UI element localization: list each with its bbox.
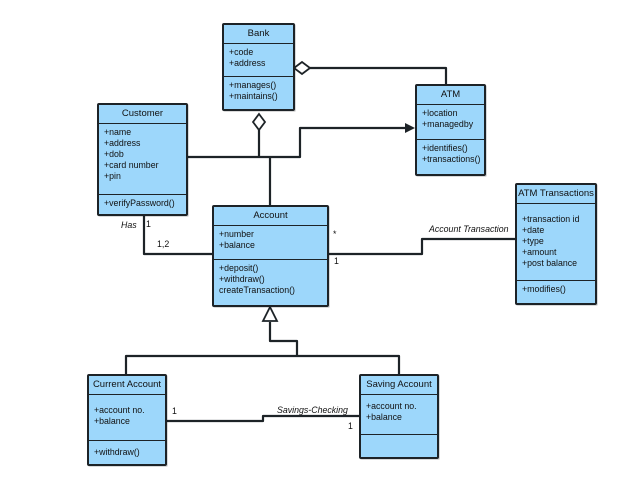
atm-transactions-class: ATM Transactions +transaction id +date +…: [515, 183, 597, 305]
attribute: +account no.: [94, 405, 145, 415]
attributes-section: +code +address: [224, 44, 293, 77]
operation: +maintains(): [229, 91, 278, 101]
saving-account-class: Saving Account +account no. +balance: [359, 374, 439, 459]
bank-atm-aggregation-line: [310, 66, 448, 84]
operation: +transactions(): [422, 154, 481, 164]
inheritance-line: [124, 322, 401, 374]
attribute: +managedby: [422, 119, 474, 129]
operations-section: +verifyPassword(): [99, 195, 186, 212]
operations-section: +withdraw(): [89, 441, 165, 461]
operation: +withdraw(): [219, 274, 265, 284]
attribute: +balance: [219, 240, 255, 250]
bank-atm-aggregation-diamond: [292, 60, 312, 76]
operations-section: +deposit() +withdraw() createTransaction…: [214, 260, 327, 299]
operations-section: +modifies(): [517, 281, 595, 298]
attribute: +name: [104, 127, 132, 137]
operation: +modifies(): [522, 284, 566, 294]
attribute: +date: [522, 225, 545, 235]
account-transaction-multiplicity: 1: [334, 256, 339, 266]
attributes-section: +location +managedby: [417, 105, 484, 140]
attribute: +address: [104, 138, 141, 148]
operation: createTransaction(): [219, 285, 295, 295]
current-account-multiplicity: 1: [172, 406, 177, 416]
operations-section: [361, 435, 437, 441]
savings-checking-line: [167, 414, 359, 423]
attribute: +code: [229, 47, 254, 57]
class-name: ATM: [417, 86, 484, 105]
operation: +verifyPassword(): [104, 198, 175, 208]
attributes-section: +account no. +balance: [361, 395, 437, 435]
bank-class: Bank +code +address +manages() +maintain…: [222, 23, 295, 111]
customer-multiplicity: 1: [146, 219, 151, 229]
class-name: Customer: [99, 105, 186, 124]
customer-atm-line: [188, 126, 408, 159]
savings-checking-label: Savings-Checking: [277, 405, 348, 415]
class-name: Current Account: [89, 376, 165, 395]
account-transaction-line: [329, 237, 515, 256]
operations-section: +identifies() +transactions(): [417, 140, 484, 168]
attribute: +dob: [104, 149, 124, 159]
attributes-section: +name +address +dob +card number +pin: [99, 124, 186, 195]
has-label: Has: [121, 220, 137, 230]
operation: +withdraw(): [94, 447, 140, 457]
saving-account-multiplicity: 1: [348, 421, 353, 431]
operation: +identifies(): [422, 143, 468, 153]
account-transaction-label: Account Transaction: [429, 224, 509, 234]
attribute: +address: [229, 58, 266, 68]
attribute: +number: [219, 229, 254, 239]
current-account-class: Current Account +account no. +balance +w…: [87, 374, 167, 466]
attribute: +transaction id: [522, 214, 580, 224]
customer-account-line: [142, 216, 212, 256]
class-name: Bank: [224, 25, 293, 44]
attributes-section: +number +balance: [214, 226, 327, 260]
customer-class: Customer +name +address +dob +card numbe…: [97, 103, 188, 216]
atm-arrowhead: [405, 123, 415, 133]
attribute: +amount: [522, 247, 557, 257]
bank-account-aggregation-diamond: [251, 112, 267, 132]
class-name: Saving Account: [361, 376, 437, 395]
attribute: +balance: [94, 416, 130, 426]
atm-class: ATM +location +managedby +identifies() +…: [415, 84, 486, 176]
attribute: +card number: [104, 160, 159, 170]
attribute: +post balance: [522, 258, 578, 268]
attribute: +balance: [366, 412, 402, 422]
attribute: +account no.: [366, 401, 417, 411]
class-name: Account: [214, 207, 327, 226]
account-customer-multiplicity: 1,2: [157, 239, 170, 249]
attribute: +pin: [104, 171, 121, 181]
operation: +manages(): [229, 80, 277, 90]
operations-section: +manages() +maintains(): [224, 77, 293, 105]
attribute: +location: [422, 108, 458, 118]
operation: +deposit(): [219, 263, 259, 273]
attribute: +type: [522, 236, 544, 246]
class-name: ATM Transactions: [517, 185, 595, 204]
attributes-section: +transaction id +date +type +amount +pos…: [517, 204, 595, 281]
account-star-multiplicity: *: [333, 229, 337, 239]
account-class: Account +number +balance +deposit() +wit…: [212, 205, 329, 307]
inheritance-triangle: [261, 304, 279, 322]
attributes-section: +account no. +balance: [89, 395, 165, 441]
